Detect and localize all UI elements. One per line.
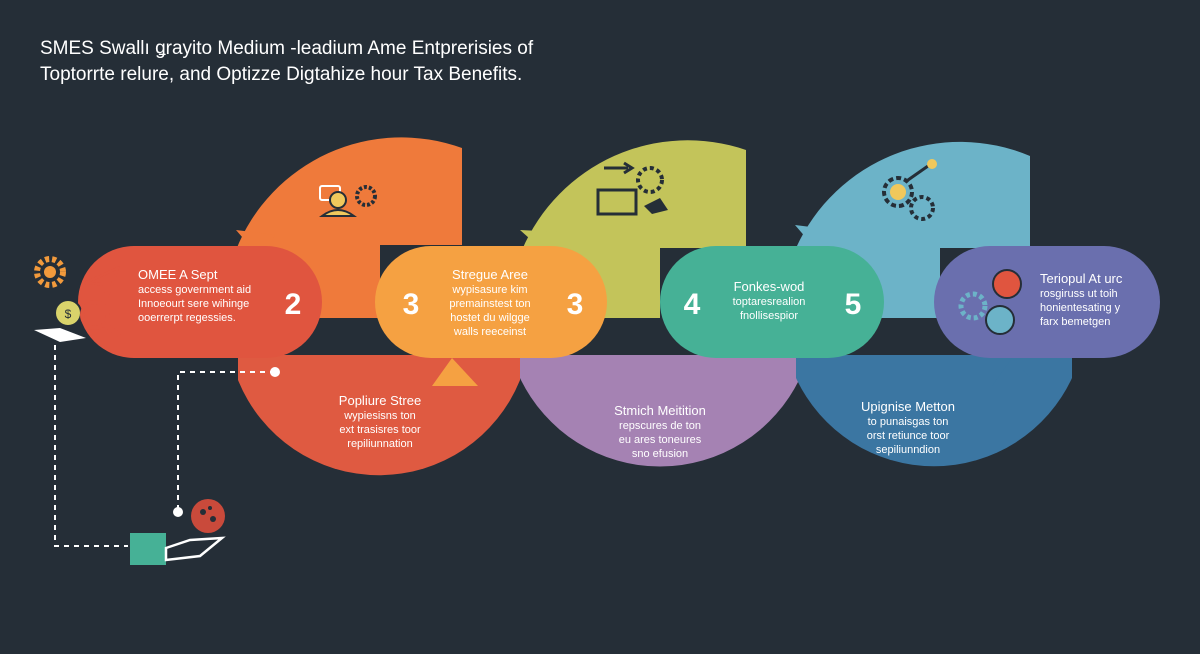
step-4-line-2: eu ares toneures — [618, 434, 702, 446]
step-1-heading: OMEE A Sept — [138, 267, 218, 282]
step-pill-1 — [78, 246, 322, 358]
step-4-line-1: repscures de ton — [619, 420, 701, 432]
step-1-line-1: access government aid — [138, 284, 252, 296]
step-5-number-right: 5 — [844, 288, 862, 321]
step-6-line-1: to punaisgas ton — [867, 416, 949, 428]
step-1-line-3: ooerrerpt regessies. — [138, 312, 236, 324]
step-5-line-2: fnollisespior — [739, 310, 799, 322]
dome-bottom-1-arrow — [432, 358, 478, 386]
step-4-line-3: sno efusion — [631, 448, 689, 460]
step-4-text: Stmich Meitition repscures de ton eu are… — [560, 402, 760, 461]
title-line-1: SMES Swallı ǥrayito Medium -leadium Ame … — [40, 38, 534, 59]
cart-gear-icon — [596, 161, 668, 216]
person-gear-icon — [318, 185, 377, 217]
step-4-heading: Stmich Meitition — [614, 403, 706, 418]
step-3-heading: Stregue Aree — [452, 267, 528, 282]
step-1-line-2: Innoeourt sere wihinge — [138, 298, 250, 310]
step-pill-3 — [660, 246, 884, 358]
step-2-heading: Popliure Stree — [338, 393, 422, 408]
step-6-heading: Upignise Metton — [861, 399, 955, 414]
connector-dot-bottom — [173, 507, 183, 517]
svg-text:$: $ — [65, 307, 72, 321]
step-5-line-1: toptaresrealion — [732, 296, 806, 308]
step-3-text: Stregue Aree wypisasure kim premainstest… — [430, 266, 550, 339]
dome-top-3-arrow — [795, 225, 835, 254]
gears-dollar-icon: $ — [34, 256, 82, 327]
step-3-line-1: wypisasure kim — [452, 284, 528, 296]
step-3-number-left: 3 — [402, 288, 420, 321]
step-7-line-1: rosgiruss ut toih — [1040, 288, 1118, 300]
paper-plane-icon — [84, 265, 121, 298]
step-6-line-3: sepiliunndion — [875, 444, 941, 456]
step-2-line-3: repiliunnation — [347, 438, 413, 450]
step-3-number-right: 3 — [566, 288, 584, 321]
step-7-line-3: farx bemetgen — [1040, 316, 1111, 328]
step-7-line-2: honientesating y — [1040, 302, 1121, 314]
teal-block-icon — [130, 533, 166, 565]
step-6-text: Upignise Metton to punaisgas ton orst re… — [808, 398, 1008, 457]
step-1-text: OMEE A Sept access government aid Innoeo… — [138, 266, 251, 325]
step-7-heading: Teriopul At urc — [1040, 271, 1123, 286]
step-pill-2 — [375, 246, 607, 358]
step-2-line-1: wypiesisns ton — [344, 410, 416, 422]
dollar-gears-icon — [882, 159, 937, 221]
step-5-text: Fonkes-wod toptaresrealion fnollisespior — [710, 278, 828, 323]
page-title: SMES Swallı ǥrayito Medium -leadium Ame … — [40, 36, 533, 88]
gears-icon-right — [958, 269, 1022, 335]
coin-gears-icon — [191, 499, 225, 533]
step-6-line-2: orst retiunce toor — [866, 430, 950, 442]
step-7-text: Teriopul At urc rosgiruss ut toih honien… — [1040, 270, 1122, 329]
hand-offer-icon-bottom — [164, 536, 226, 562]
dome-bottom-3-arrow — [992, 358, 1038, 386]
connector-dot-top — [270, 367, 280, 377]
step-2-text: Popliure Stree wypiesisns ton ext trasis… — [280, 392, 480, 451]
step-3-line-2: premainstest ton — [449, 298, 531, 310]
step-1-number: 2 — [284, 288, 302, 321]
step-3-line-4: walls reeceinst — [453, 326, 527, 338]
title-line-2: Toptorrte relure, and Optizze Digtahize … — [40, 64, 523, 85]
dome-bottom-2-arrow — [714, 358, 760, 386]
dashed-connector — [54, 345, 275, 547]
step-3-line-3: hostet du wilgge — [450, 312, 530, 324]
hand-offer-icon — [34, 328, 86, 342]
step-5-heading: Fonkes-wod — [733, 279, 805, 294]
step-2-line-2: ext trasisres toor — [339, 424, 421, 436]
magnifier-icon — [80, 300, 121, 337]
step-5-number-left: 4 — [683, 288, 701, 321]
